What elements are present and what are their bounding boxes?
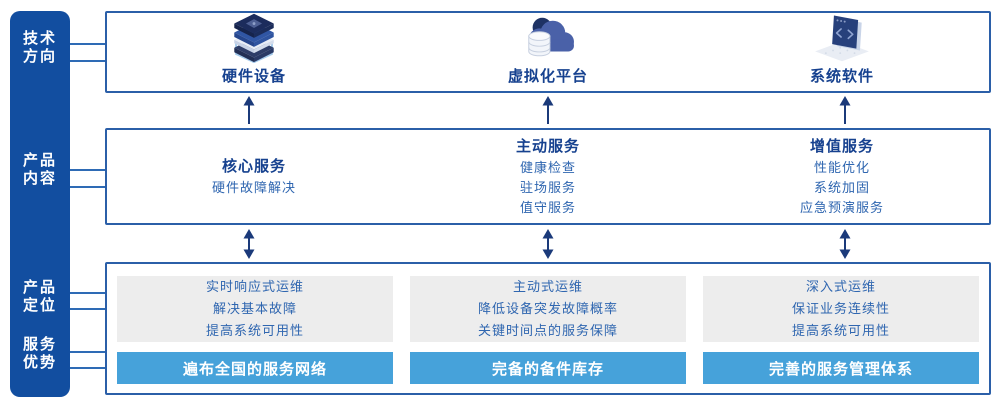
service-item: 驻场服务	[519, 179, 576, 195]
position-point: 深入式运维	[805, 279, 876, 294]
position-column-realtime: 实时响应式运维 解决基本故障 提高系统可用性 遍布全国的服务网络	[117, 276, 393, 384]
connector-line	[70, 367, 106, 369]
position-column-indepth: 深入式运维 保证业务连续性 提高系统可用性 完善的服务管理体系	[703, 276, 979, 384]
position-point: 解决基本故障	[212, 301, 297, 316]
position-column-proactive: 主动式运维 降低设备突发故障概率 关键时间点的服务保障 完备的备件库存	[410, 276, 686, 384]
server-stack-icon	[223, 11, 285, 63]
tech-item-label: 系统软件	[809, 68, 874, 85]
service-item: 健康检查	[519, 159, 576, 175]
tech-direction-box: 硬件设备 虚拟化平台	[105, 11, 991, 93]
service-heading: 主动服务	[515, 137, 580, 155]
tech-item-label: 虚拟化平台	[507, 68, 588, 85]
connector-line	[70, 292, 106, 294]
tech-item-system-software: 系统软件	[695, 13, 989, 91]
connector-line	[70, 186, 106, 188]
service-heading: 增值服务	[809, 137, 874, 155]
rail-label-line: 技术	[22, 30, 57, 47]
rail-label-product-content: 产品内容	[10, 152, 70, 188]
rail-label-line: 定位	[22, 297, 57, 314]
tech-item-hardware: 硬件设备	[107, 13, 401, 91]
product-content-box: 核心服务 硬件故障解决 主动服务 健康检查 驻场服务 值守服务 增值服务 性能优…	[105, 128, 991, 225]
position-panel: 实时响应式运维 解决基本故障 提高系统可用性	[117, 276, 393, 342]
up-arrow-icon	[243, 96, 255, 124]
position-point: 关键时间点的服务保障	[477, 323, 618, 338]
position-point: 实时响应式运维	[205, 279, 304, 294]
rail-label-tech-direction: 技术方向	[10, 30, 70, 66]
code-window-icon	[811, 11, 873, 63]
cloud-database-icon	[516, 13, 580, 63]
service-heading: 核心服务	[221, 157, 286, 175]
position-point: 降低设备突发故障概率	[477, 301, 618, 316]
service-column-active: 主动服务 健康检查 驻场服务 值守服务	[401, 130, 695, 223]
advantage-bar: 遍布全国的服务网络	[117, 352, 393, 384]
rail-label-line: 服务	[22, 336, 57, 353]
service-item: 应急预演服务	[799, 199, 884, 215]
rail-label-service-advantage: 服务优势	[10, 336, 70, 372]
rail-label-line: 产品	[22, 152, 57, 169]
service-item: 值守服务	[519, 199, 576, 215]
rail-label-line: 产品	[22, 279, 57, 296]
advantage-bar: 完备的备件库存	[410, 352, 686, 384]
service-item: 硬件故障解决	[211, 179, 296, 195]
service-column-core: 核心服务 硬件故障解决	[107, 130, 401, 223]
double-arrow-icon	[542, 229, 554, 259]
tech-item-virtualization: 虚拟化平台	[401, 13, 695, 91]
double-arrow-icon	[839, 229, 851, 259]
advantage-bar: 完善的服务管理体系	[703, 352, 979, 384]
position-panel: 深入式运维 保证业务连续性 提高系统可用性	[703, 276, 979, 342]
product-position-box: 实时响应式运维 解决基本故障 提高系统可用性 遍布全国的服务网络 主动式运维 降…	[105, 262, 991, 395]
service-column-value-added: 增值服务 性能优化 系统加固 应急预演服务	[695, 130, 989, 223]
connector-line	[70, 308, 106, 310]
service-item: 系统加固	[813, 179, 870, 195]
position-point: 保证业务连续性	[791, 301, 890, 316]
service-item: 性能优化	[813, 159, 870, 175]
connector-line	[70, 351, 106, 353]
connector-line	[70, 43, 106, 45]
rail-label-product-position: 产品定位	[10, 279, 70, 315]
rail-label-line: 方向	[22, 48, 57, 65]
tech-item-label: 硬件设备	[221, 68, 286, 85]
connector-line	[70, 169, 106, 171]
position-point: 提高系统可用性	[791, 323, 890, 338]
position-point: 主动式运维	[512, 279, 583, 294]
rail-label-line: 优势	[22, 354, 57, 371]
rail-label-line: 内容	[22, 170, 57, 187]
double-arrow-icon	[243, 229, 255, 259]
left-rail: 技术方向 产品内容 产品定位 服务优势	[10, 11, 70, 397]
position-point: 提高系统可用性	[205, 323, 304, 338]
position-panel: 主动式运维 降低设备突发故障概率 关键时间点的服务保障	[410, 276, 686, 342]
up-arrow-icon	[839, 96, 851, 124]
up-arrow-icon	[542, 96, 554, 124]
connector-line	[70, 60, 106, 62]
